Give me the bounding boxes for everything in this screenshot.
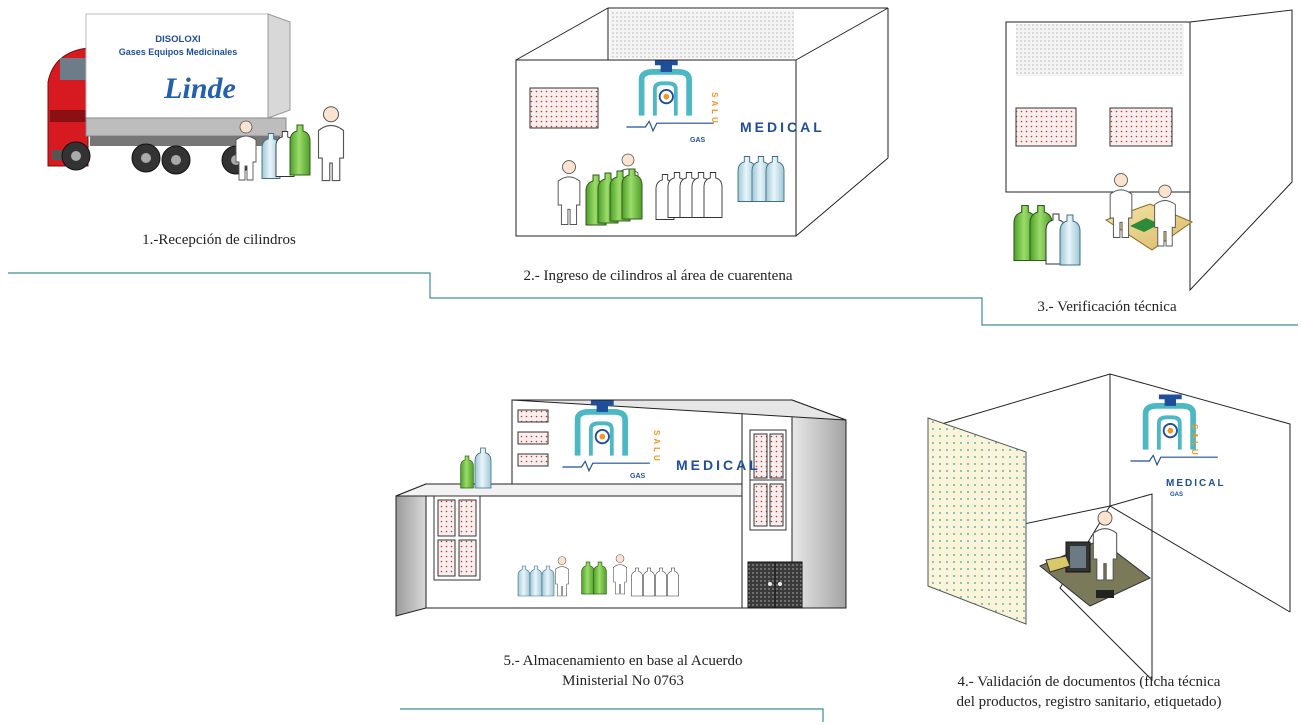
gas-cylinder-icon: [517, 565, 531, 597]
gas-cylinder-icon: [643, 567, 655, 597]
ceiling-vent: [1016, 24, 1184, 76]
logo-word: MEDICAL: [740, 119, 825, 135]
truck-company-name: DISOLOXI: [155, 34, 200, 45]
step-4-caption-line1: 4.- Validación de documentos (ficha técn…: [958, 674, 1221, 690]
truck-brand: Linde: [163, 72, 236, 105]
gas-cylinder-icon: [621, 168, 643, 220]
logo-icon: [1130, 395, 1217, 465]
window-icon: [517, 431, 549, 445]
gas-cylinder-icon: [474, 447, 492, 489]
window-icon: [517, 453, 549, 467]
window-icon: [1109, 107, 1173, 147]
logo-word: MEDICAL: [676, 457, 761, 473]
gas-cylinder-icon: [581, 561, 595, 595]
gas-cylinder-icon: [631, 567, 643, 597]
logo-side-word: SALU: [652, 430, 661, 464]
person-icon: [317, 106, 345, 182]
logo-sub: GAS: [690, 137, 706, 144]
step-4-caption-line2: del productos, registro sanitario, etiqu…: [957, 694, 1222, 710]
logo-sub: GAS: [1170, 492, 1183, 498]
ceiling-vent: [610, 10, 794, 58]
step-5-caption-line2: Ministerial No 0763: [562, 673, 684, 689]
gas-cylinder-icon: [289, 124, 311, 176]
computer-icon: [1045, 541, 1114, 598]
step-2-caption: 2.- Ingreso de cilindros al área de cuar…: [523, 268, 792, 284]
gas-cylinder-icon: [1059, 214, 1081, 266]
connector-line-bottom: [400, 708, 824, 722]
window-icon: [529, 87, 599, 129]
window-icon: [1015, 107, 1077, 147]
window-icon: [433, 495, 481, 581]
gas-cylinder-icon: [541, 565, 555, 597]
truck-company-subtitle: Gases Equipos Medicinales: [119, 47, 238, 57]
gas-cylinder-icon: [703, 171, 723, 219]
gas-cylinder-icon: [529, 565, 543, 597]
gas-cylinder-icon: [667, 567, 679, 597]
logo-sub: GAS: [630, 473, 646, 480]
logo-side-word: SALU: [710, 92, 719, 126]
gas-cylinder-icon: [765, 156, 785, 202]
gas-cylinder-icon: [655, 567, 667, 597]
window-icon: [517, 409, 549, 423]
connector-line-top: [8, 272, 1298, 326]
step-1-caption: 1.-Recepción de cilindros: [142, 232, 296, 248]
gas-cylinder-icon: [460, 455, 474, 489]
step-3-caption: 3.- Verificación técnica: [1037, 299, 1177, 315]
partition-panel: [927, 417, 1027, 625]
logo-side-word: SALU: [1190, 424, 1199, 458]
window-icon: [749, 429, 787, 531]
gas-cylinder-icon: [593, 561, 607, 595]
step-5-caption-line1: 5.- Almacenamiento en base al Acuerdo: [503, 653, 742, 669]
logo-word: MEDICAL: [1166, 478, 1226, 489]
truck-icon: DISOLOXI Gases Equipos Medicinales Linde: [47, 13, 291, 175]
